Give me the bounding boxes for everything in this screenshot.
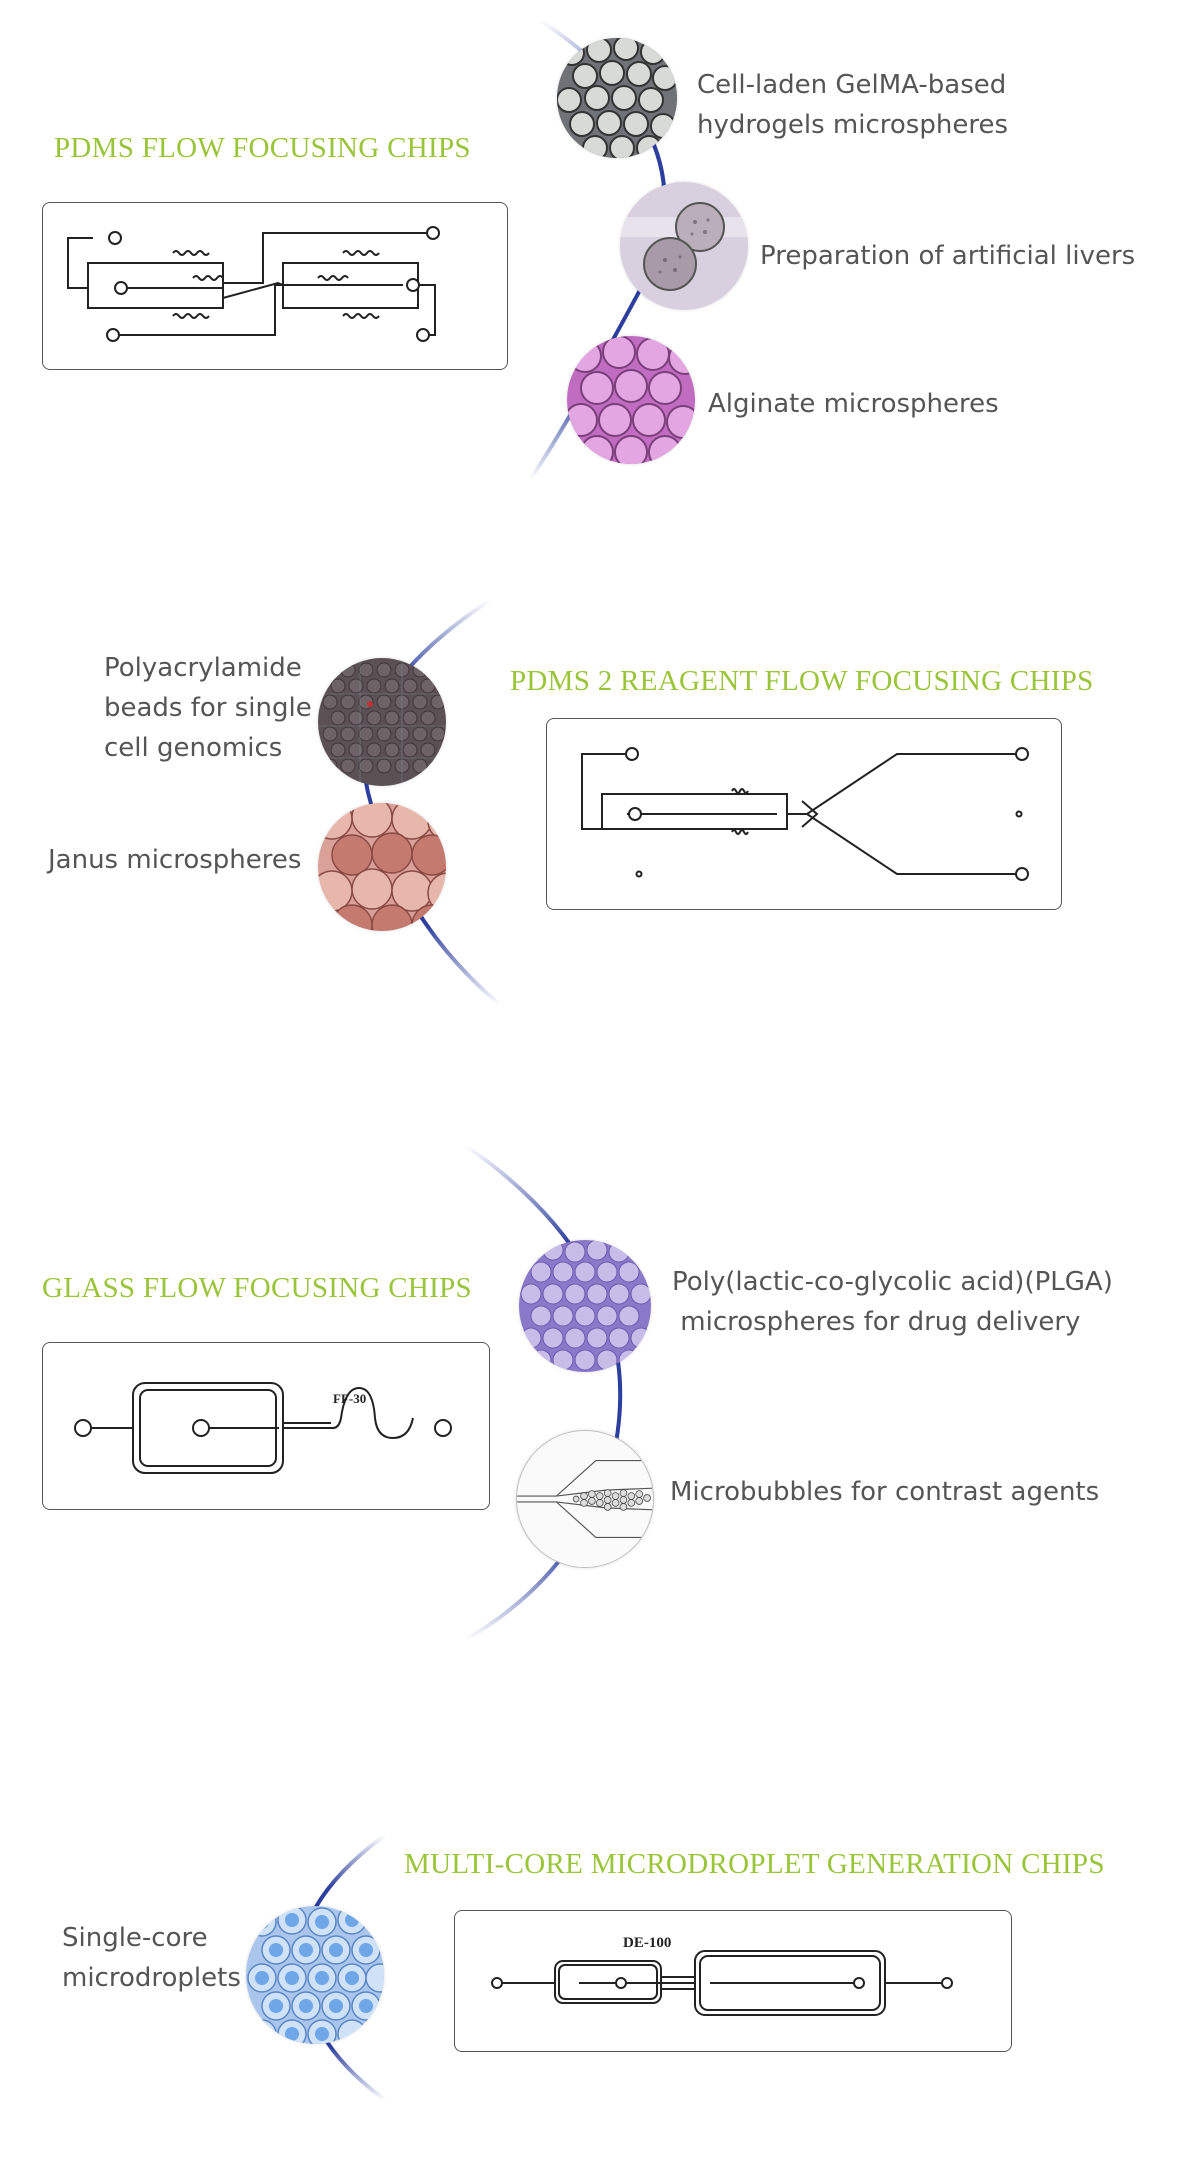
- arc-section-2: [363, 598, 502, 1007]
- label-polyacrylamide-beads: Polyacrylamide beads for single cell gen…: [104, 653, 312, 763]
- chip-label-de100: DE-100: [623, 1935, 671, 1951]
- image-janus-microspheres: [318, 803, 446, 931]
- image-plga-microspheres: [519, 1240, 651, 1372]
- section-title-glass-flow-focusing: GLASS FLOW FOCUSING CHIPS: [42, 1272, 472, 1304]
- label-artificial-livers: Preparation of artificial livers: [760, 241, 1136, 271]
- image-microbubbles: [516, 1430, 654, 1568]
- section-title-pdms-2-reagent: PDMS 2 REAGENT FLOW FOCUSING CHIPS: [510, 665, 1094, 697]
- image-artificial-livers: [620, 182, 748, 310]
- label-alginate-microspheres: Alginate microspheres: [708, 389, 999, 419]
- image-single-core-microdroplets: [246, 1906, 384, 2044]
- chip-diagram-multi-core-microdroplet: DE-100: [454, 1910, 1012, 2052]
- image-polyacrylamide-beads: [318, 658, 446, 786]
- section-title-multi-core-microdroplet: MULTI-CORE MICRODROPLET GENERATION CHIPS: [404, 1848, 1105, 1880]
- label-single-core-microdroplets: Single-core microdroplets: [62, 1923, 241, 1993]
- label-microbubbles: Microbubbles for contrast agents: [670, 1477, 1100, 1507]
- section-title-pdms-flow-focusing: PDMS FLOW FOCUSING CHIPS: [54, 132, 471, 164]
- chip-diagram-glass-flow-focusing: FF-30: [42, 1342, 490, 1510]
- chip-diagram-pdms-flow-focusing: [42, 202, 508, 370]
- image-alginate-microspheres: [567, 336, 695, 464]
- label-janus-microspheres: Janus microspheres: [48, 845, 302, 875]
- chip-diagram-pdms-2-reagent: [546, 718, 1062, 910]
- label-gelma-microspheres: Cell-laden GelMA-based hydrogels microsp…: [697, 70, 1008, 140]
- label-plga-microspheres: Poly(lactic-co-glycolic acid)(PLGA) micr…: [672, 1267, 1113, 1337]
- image-gelma-microspheres: [557, 38, 677, 158]
- chip-label-ff30: FF-30: [333, 1391, 366, 1406]
